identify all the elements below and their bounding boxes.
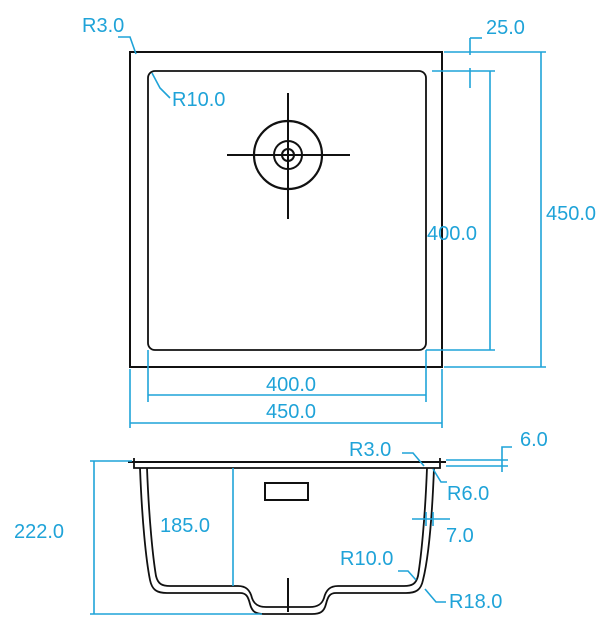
top-view: R3.0 R10.0 25.0 400.0 450.0 400.0 450.0 (82, 15, 596, 428)
rim-inner-radius-label: R6.0 (447, 483, 489, 505)
inner-radius-label: R10.0 (172, 89, 225, 111)
outer-width-label: 450.0 (266, 401, 316, 423)
outer-radius-label: R3.0 (82, 15, 124, 37)
rim-inner-radius-leader (432, 468, 447, 483)
inner-radius-leader (151, 72, 171, 99)
rim-radius-leader (402, 452, 425, 467)
rim-radius-label: R3.0 (349, 439, 391, 461)
overall-depth-label: 222.0 (14, 521, 64, 543)
drain-outer-ring (252, 119, 324, 191)
bottom-outer-radius-label: R18.0 (449, 591, 502, 613)
inner-width-label: 400.0 (266, 374, 316, 396)
drain-middle-ring (273, 140, 303, 170)
bottom-inner-radius-label: R10.0 (340, 548, 393, 570)
bowl-depth-label: 185.0 (160, 515, 210, 537)
wall-thickness-label: 7.0 (446, 525, 474, 547)
drain-inner-ring (281, 148, 295, 162)
drain-symbol (227, 93, 350, 219)
sink-outer-rim-outline (129, 51, 443, 368)
rim-thickness-label: 6.0 (520, 429, 548, 451)
overflow-slot (264, 482, 309, 501)
outer-radius-leader (118, 36, 137, 55)
sink-bowl-outline (147, 70, 427, 351)
rim-width-label: 25.0 (486, 17, 525, 39)
rim-thickness-leader (501, 446, 512, 472)
outer-height-label: 450.0 (546, 203, 596, 225)
section-view: 222.0 185.0 R3.0 6.0 R6.0 7.0 R10.0 R18.… (14, 429, 548, 615)
bottom-outer-radius-leader (424, 588, 446, 603)
inner-height-label: 400.0 (427, 223, 477, 245)
bottom-inner-radius-leader (398, 570, 417, 581)
